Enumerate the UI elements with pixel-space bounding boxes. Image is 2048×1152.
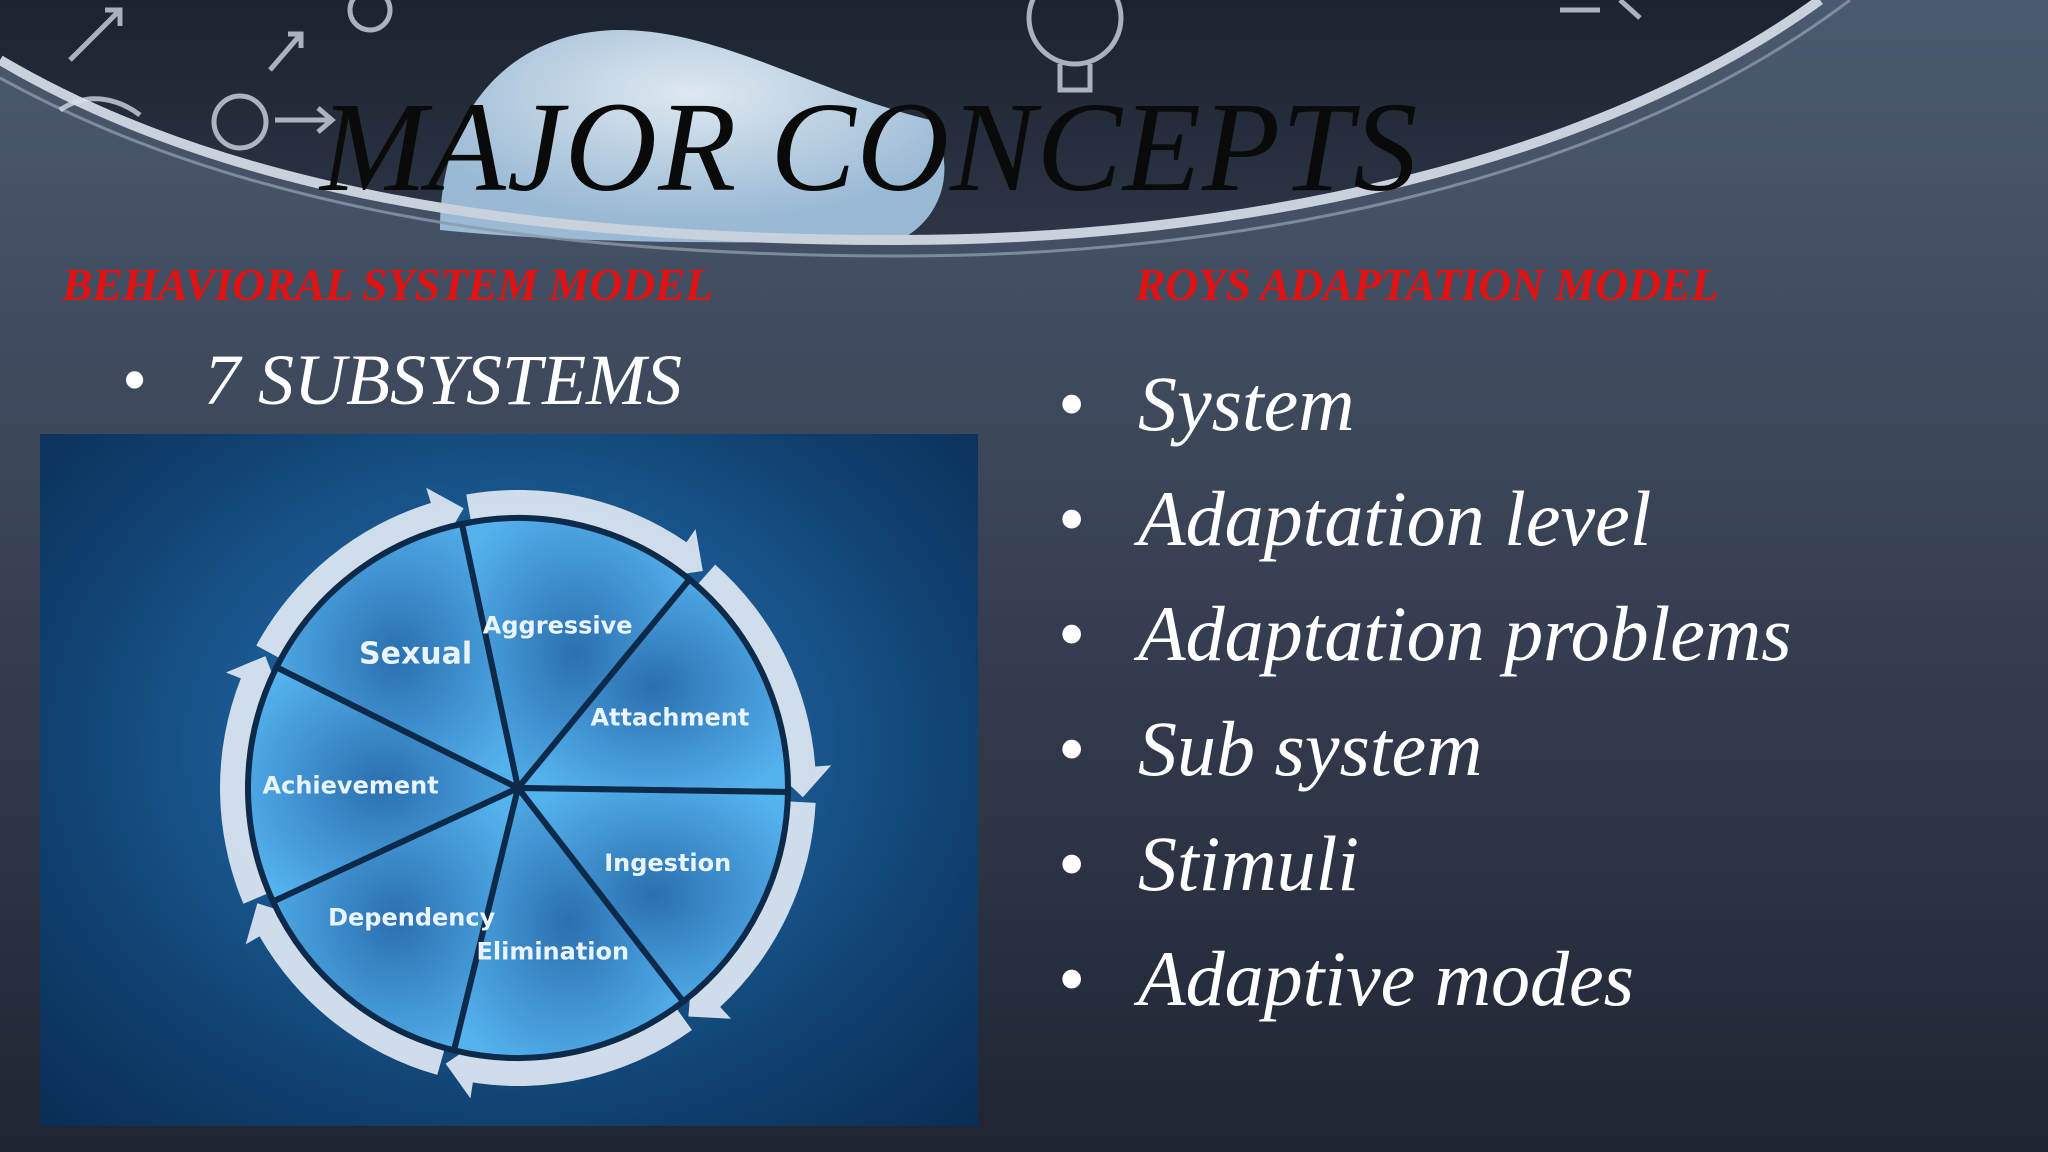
roy-concept-item: • Adaptation level [1058, 473, 1792, 588]
subsystem-segment [458, 515, 694, 795]
cycle-arrow [256, 487, 464, 658]
slide-title: MAJOR CONCEPTS [320, 76, 1419, 218]
bullet-marker: • [1058, 820, 1086, 907]
subsystem-segment [269, 782, 523, 1054]
subsystem-segment [450, 781, 688, 1061]
roy-concept-text: System [1138, 360, 1355, 447]
subsystem-label: Sexual [359, 637, 472, 672]
header-banner [0, 0, 1851, 258]
subsystem-segment [272, 520, 523, 794]
banner-curve [0, 0, 1823, 246]
roy-concept-item: • System [1058, 358, 1792, 473]
cycle-arrow [688, 801, 816, 1019]
roy-concept-text: Stimuli [1138, 820, 1360, 907]
bullet-marker: • [122, 340, 148, 420]
subsystem-label: Aggressive [483, 611, 633, 639]
roy-concept-item: • Adaptive modes [1058, 933, 1792, 1048]
subsystem-label: Dependency [328, 903, 496, 931]
subsystem-label: Attachment [590, 704, 749, 732]
roy-concept-text: Adaptive modes [1138, 935, 1635, 1022]
cycle-arrow [245, 903, 445, 1075]
cycle-arrow [219, 656, 280, 904]
subsystems-bullet: • 7 SUBSYSTEMS [122, 338, 682, 422]
bullet-marker: • [1058, 590, 1086, 677]
roy-concept-item: • Adaptation problems [1058, 588, 1792, 703]
roy-concept-item: • Stimuli [1058, 818, 1792, 933]
bullet-marker: • [1058, 935, 1086, 1022]
subsystems-wheel: AggressiveAttachmentIngestionElimination… [219, 487, 832, 1099]
subsystem-segment [245, 663, 525, 906]
subsystem-label: Achievement [263, 771, 439, 799]
cycle-arrow [466, 490, 703, 577]
subsystems-text: 7 SUBSYSTEMS [204, 340, 683, 420]
bullet-marker: • [1058, 705, 1086, 792]
roy-concept-text: Adaptation problems [1138, 590, 1792, 677]
subsystem-label: Ingestion [604, 849, 731, 877]
bulb-glow [440, 30, 945, 243]
chalk-doodles [58, 0, 1642, 151]
subsystem-segment [511, 784, 792, 1006]
roy-concepts-list: • System • Adaptation level • Adaptation prob… [1058, 358, 1792, 1048]
cycle-arrow [445, 1008, 692, 1099]
subsystem-label: Elimination [476, 938, 629, 966]
bullet-marker: • [1058, 360, 1086, 447]
roy-model-heading: ROYS ADAPTATION MODEL [1135, 259, 1719, 310]
cycle-arrow [697, 564, 832, 798]
roy-concept-text: Sub system [1138, 705, 1483, 792]
bullet-marker: • [1058, 475, 1086, 562]
behavioral-model-heading: BEHAVIORAL SYSTEM MODEL [62, 259, 713, 310]
subsystem-segment [511, 575, 791, 796]
roy-concept-item: • Sub system [1058, 703, 1792, 818]
roy-concept-text: Adaptation level [1138, 475, 1652, 562]
